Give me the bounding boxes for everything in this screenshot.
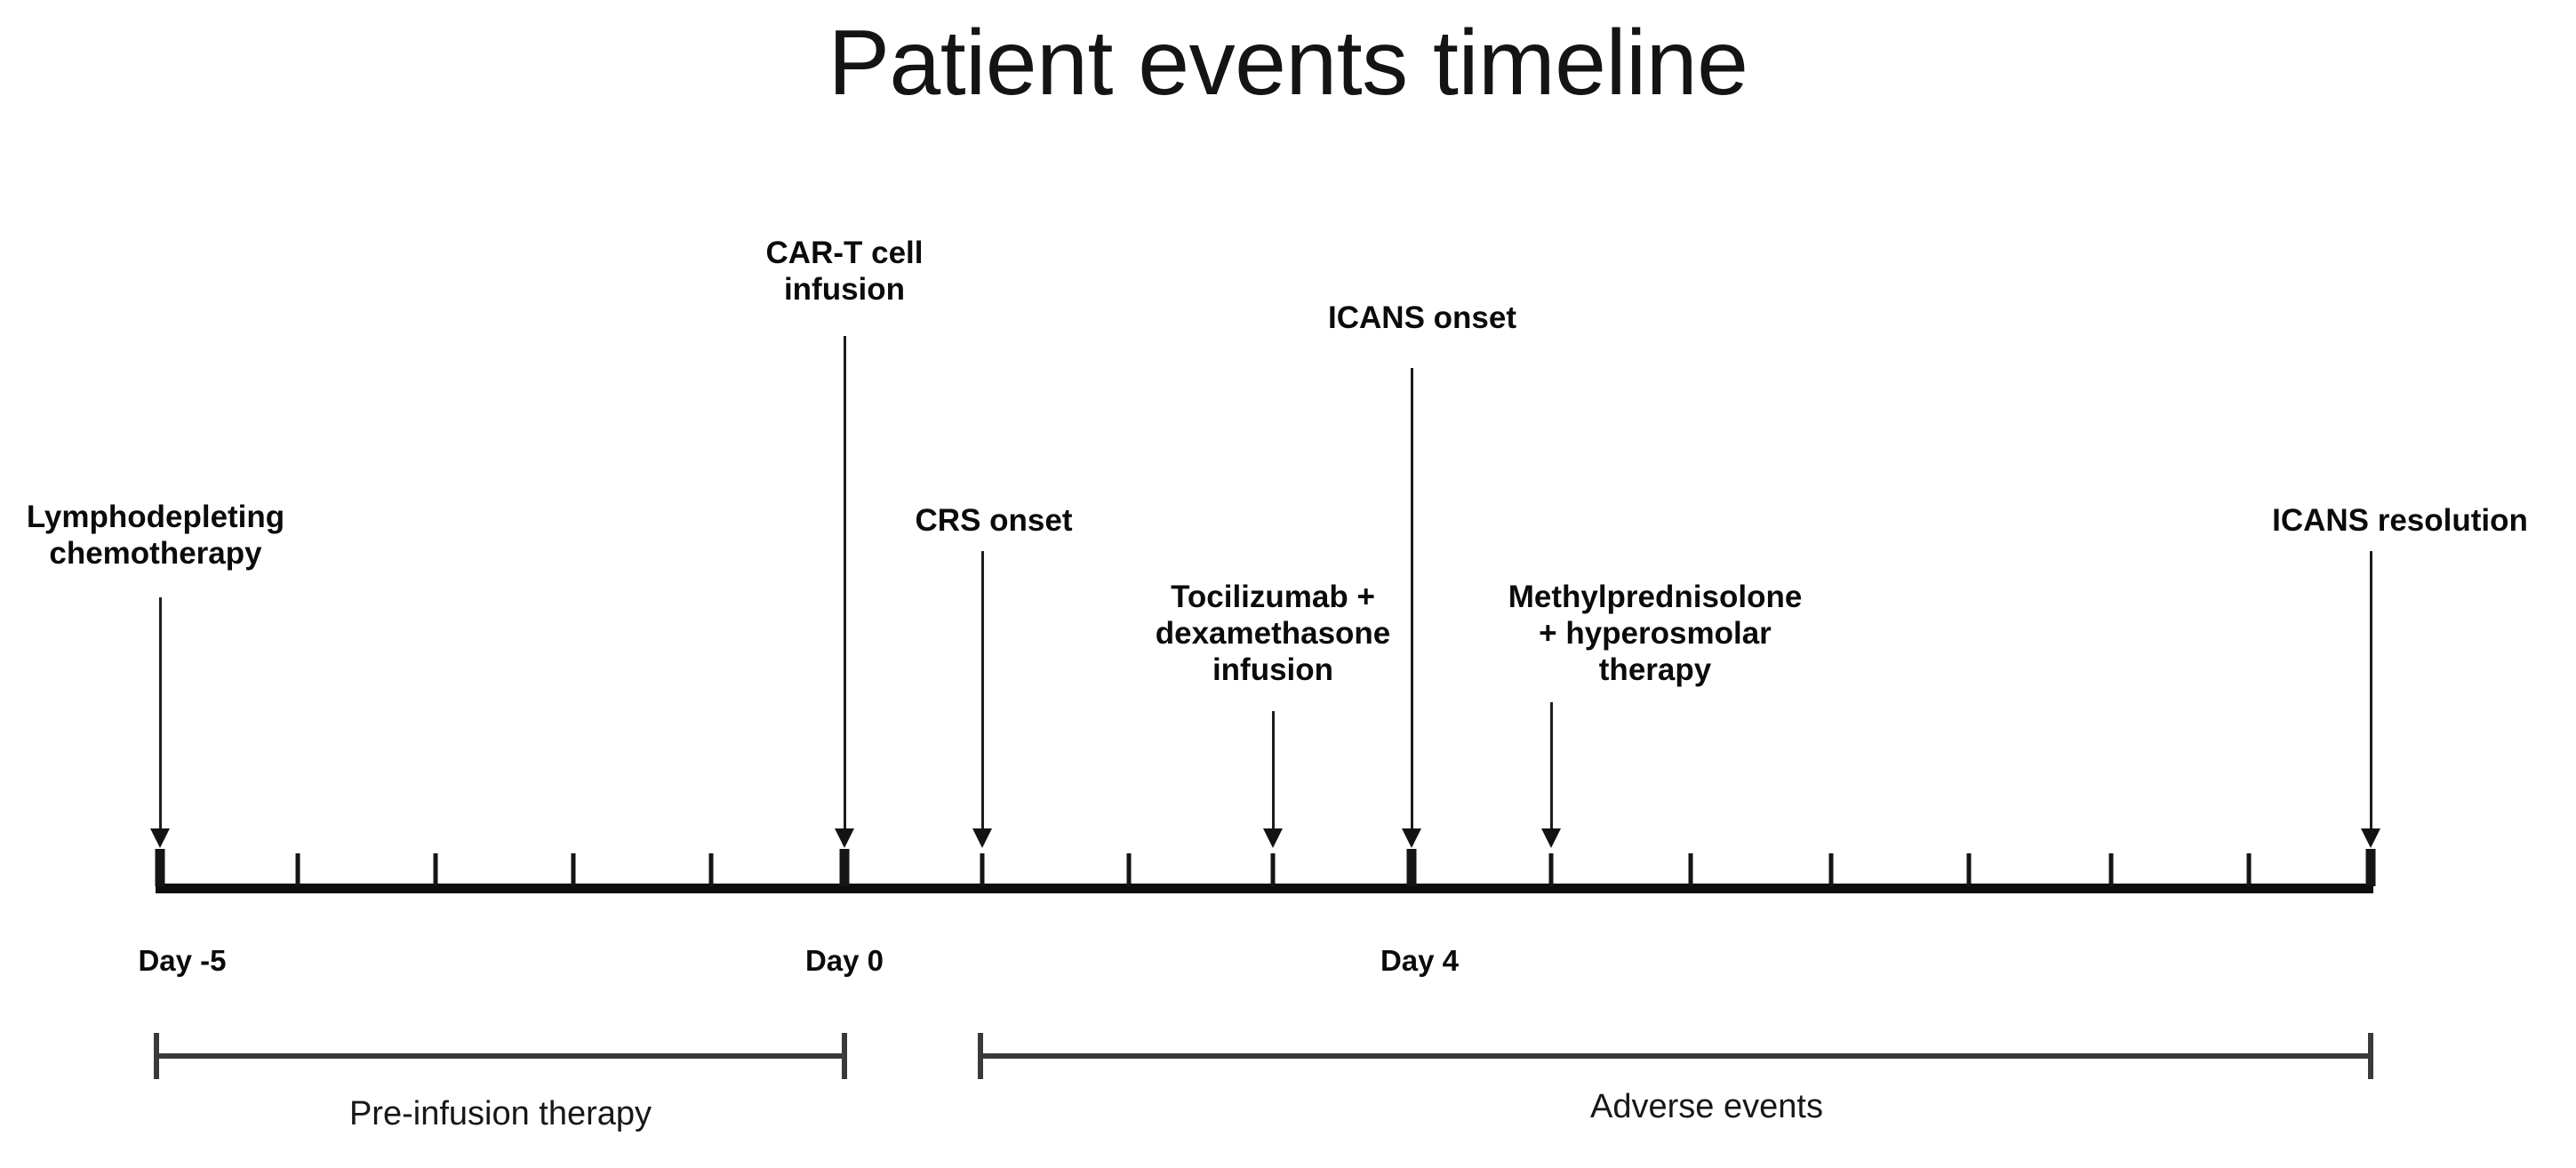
event-arrow-car-t-cell-infusion [835, 336, 854, 848]
timeline-axis [156, 884, 2373, 893]
axis-tick-5 [839, 849, 850, 886]
event-label-icans-resolution: ICANS resolution [2272, 503, 2528, 538]
event-arrow-tocilizumab-dexamethasone-infusion [1263, 711, 1283, 848]
axis-tick-10 [1548, 853, 1554, 886]
axis-tick-15 [2246, 853, 2252, 886]
event-arrow-icans-resolution [2361, 551, 2380, 848]
axis-tick-16 [2365, 849, 2376, 886]
day-label-4: Day 4 [1380, 944, 1460, 977]
axis-tick-13 [1966, 853, 1972, 886]
day-label-minus-5: Day -5 [138, 944, 227, 977]
day-label-0: Day 0 [804, 944, 884, 977]
axis-tick-3 [571, 853, 576, 886]
axis-tick-8 [1270, 853, 1276, 886]
figure-title: Patient events timeline [828, 12, 1748, 115]
event-arrow-methylprednisolone-hyperosmolar-therapy [1541, 702, 1561, 848]
axis-tick-11 [1688, 853, 1693, 886]
axis-tick-9 [1406, 849, 1417, 886]
event-arrow-lymphodepleting-chemotherapy [150, 597, 170, 848]
axis-tick-0 [155, 849, 165, 886]
axis-tick-7 [1126, 853, 1132, 886]
event-label-tocilizumab-dexamethasone-infusion: Tocilizumab + dexamethasone infusion [1155, 580, 1391, 687]
event-label-car-t-cell-infusion: CAR-T cell infusion [765, 236, 924, 307]
event-arrow-icans-onset [1402, 368, 1421, 848]
event-label-icans-onset: ICANS onset [1328, 300, 1516, 335]
axis-tick-4 [708, 853, 714, 886]
event-label-crs-onset: CRS onset [915, 503, 1073, 538]
phase-bracket-adverse-events [978, 1033, 2373, 1079]
axis-tick-6 [980, 853, 985, 886]
event-label-methylprednisolone-hyperosmolar-therapy: Methylprednisolone + hyperosmolar therap… [1508, 580, 1803, 687]
axis-tick-2 [433, 853, 438, 886]
phase-label-pre-infusion-therapy: Pre-infusion therapy [348, 1095, 652, 1132]
phase-bracket-pre-infusion-therapy [154, 1033, 847, 1079]
axis-tick-1 [295, 853, 300, 886]
event-arrow-crs-onset [972, 551, 992, 848]
axis-tick-12 [1828, 853, 1834, 886]
axis-tick-14 [2108, 853, 2114, 886]
event-label-lymphodepleting-chemotherapy: Lymphodepleting chemotherapy [26, 500, 285, 571]
phase-label-adverse-events: Adverse events [1590, 1088, 1823, 1125]
